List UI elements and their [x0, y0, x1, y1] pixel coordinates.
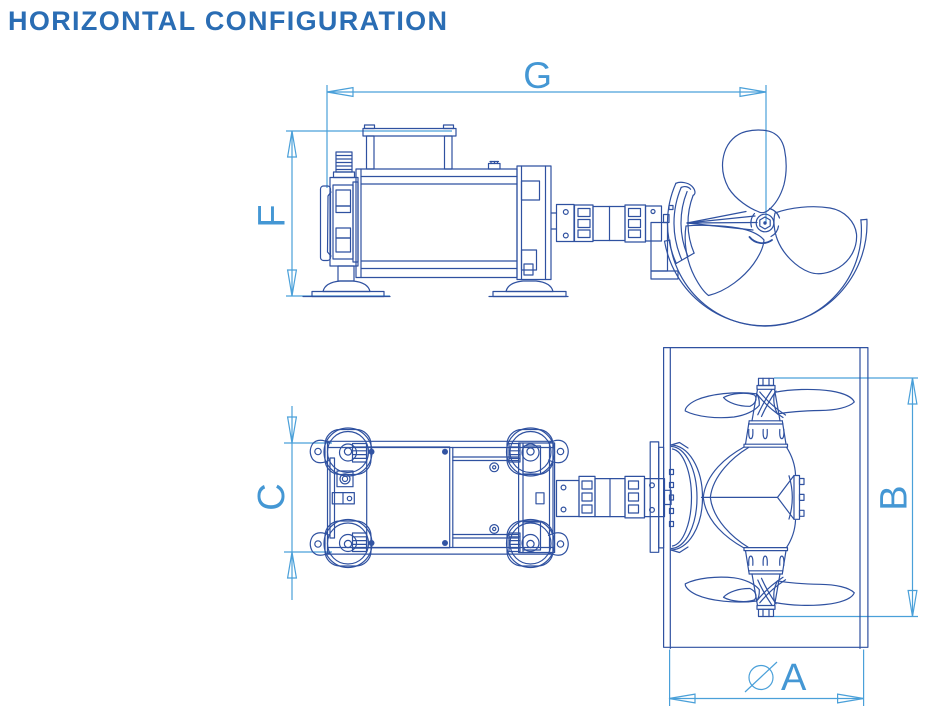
svg-text:G: G: [523, 55, 552, 96]
svg-text:A: A: [781, 657, 807, 699]
svg-text:B: B: [874, 485, 916, 510]
svg-text:C: C: [251, 483, 293, 510]
svg-text:F: F: [252, 204, 294, 227]
